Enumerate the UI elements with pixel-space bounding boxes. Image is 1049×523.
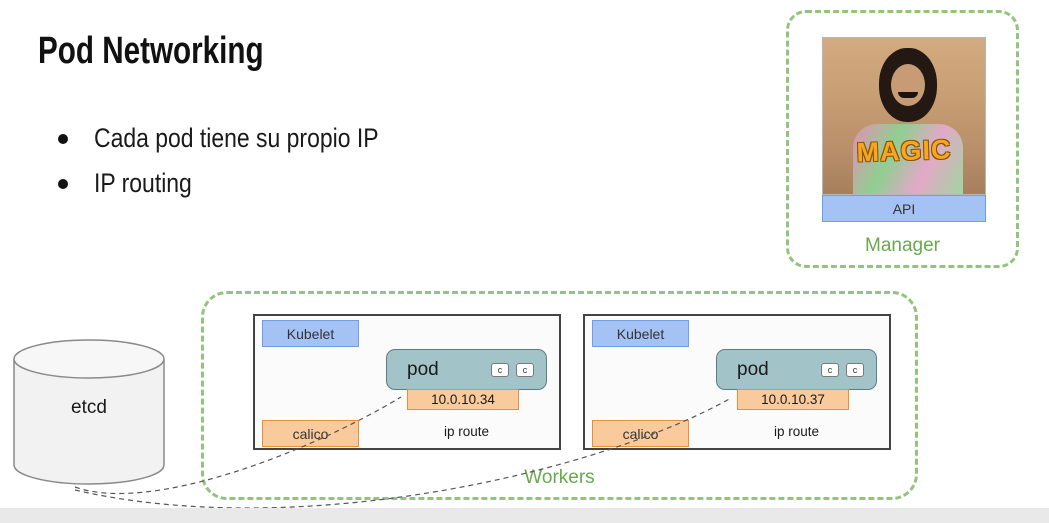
meme-face-shape [891, 64, 925, 106]
page-title: Pod Networking [38, 30, 264, 72]
worker-node-1: Kubelet pod c c 10.0.10.34 calico ip rou… [253, 314, 561, 450]
pod-label: pod [737, 358, 769, 380]
etcd-label: etcd [71, 397, 107, 418]
ip-route-label: ip route [773, 424, 820, 439]
kubelet-box: Kubelet [592, 320, 689, 347]
pod-label: pod [407, 358, 439, 380]
workers-group: Kubelet pod c c 10.0.10.34 calico ip rou… [201, 291, 918, 500]
bullet-item: Cada pod tiene su propio IP [58, 116, 429, 161]
worker-node-2: Kubelet pod c c 10.0.10.37 calico ip rou… [583, 314, 891, 450]
etcd-database: etcd [8, 335, 170, 490]
bullet-text: Cada pod tiene su propio IP [94, 123, 379, 153]
pod-box: pod c c [386, 349, 547, 390]
kubelet-box: Kubelet [262, 320, 359, 347]
bullet-text: IP routing [94, 168, 192, 198]
api-box: API [822, 195, 986, 222]
magic-meme-image: MAGIC [822, 37, 986, 195]
meme-mustache-shape [898, 92, 918, 98]
manager-card: MAGIC API [822, 37, 988, 222]
kubelet-label: Kubelet [616, 325, 665, 342]
manager-label: Manager [865, 235, 940, 256]
pod-box: pod c c [716, 349, 877, 390]
pod-ip-box: 10.0.10.34 [407, 389, 519, 410]
workers-label: Workers [524, 467, 595, 488]
container-icon: c [821, 362, 839, 377]
bullet-item: IP routing [58, 161, 429, 206]
container-icon: c [516, 362, 534, 377]
container-icon: c [491, 362, 509, 377]
magic-caption: MAGIC [855, 134, 952, 168]
container-group: c c [821, 362, 864, 377]
container-group: c c [491, 362, 534, 377]
bullet-dot-icon [58, 133, 68, 144]
ip-route-label: ip route [443, 424, 490, 439]
pod-ip-box: 10.0.10.37 [737, 389, 849, 410]
bottom-letterbox [0, 508, 1049, 523]
api-label: API [892, 200, 916, 217]
calico-box: calico [592, 420, 689, 447]
meme-shirt-shape [853, 124, 963, 194]
manager-group: MAGIC API Manager [786, 10, 1019, 268]
calico-box: calico [262, 420, 359, 447]
bullet-dot-icon [58, 178, 68, 189]
bullet-list: Cada pod tiene su propio IP IP routing [58, 116, 429, 206]
kubelet-label: Kubelet [286, 325, 335, 342]
container-icon: c [846, 362, 864, 377]
